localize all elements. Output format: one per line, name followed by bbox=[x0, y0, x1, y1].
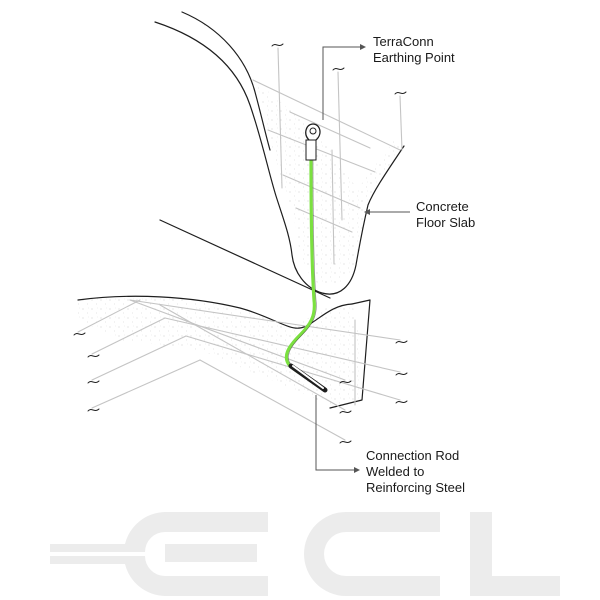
label-floor-slab: Concrete Floor Slab bbox=[416, 199, 475, 230]
label-floor-slab-line2: Floor Slab bbox=[416, 215, 475, 230]
leader-earthing-point bbox=[322, 46, 360, 120]
upper-slab-texture bbox=[182, 12, 402, 286]
upper-slab bbox=[154, 11, 405, 299]
label-connection-rod-line1: Connection Rod bbox=[366, 448, 459, 463]
earth-cable bbox=[284, 158, 317, 374]
leader-connection-rod bbox=[315, 395, 354, 471]
lower-slab-right-edge bbox=[329, 299, 371, 409]
label-connection-rod: Connection Rod Welded to Reinforcing Ste… bbox=[366, 448, 465, 495]
ecl-logo bbox=[50, 512, 560, 596]
lower-slab-top-edge bbox=[77, 295, 353, 329]
label-connection-rod-line2: Welded to bbox=[366, 464, 424, 479]
earthing-point bbox=[305, 123, 321, 161]
upper-slab-inner-edge bbox=[181, 11, 271, 151]
lower-rebar bbox=[73, 299, 408, 444]
logo-letter-c bbox=[304, 512, 440, 596]
label-earthing-point: TerraConn Earthing Point bbox=[373, 34, 455, 65]
logo-letter-l bbox=[470, 512, 560, 596]
connection-rod bbox=[288, 363, 328, 393]
earth-cable-line bbox=[284, 158, 316, 374]
logo-letter-e bbox=[50, 512, 268, 596]
leader-lines bbox=[315, 44, 410, 473]
upper-slab-outer-edge bbox=[154, 21, 405, 295]
upper-slab-lower-edge bbox=[159, 219, 331, 299]
label-connection-rod-line3: Reinforcing Steel bbox=[366, 480, 465, 495]
label-floor-slab-line1: Concrete bbox=[416, 199, 469, 214]
label-earthing-point-line1: TerraConn bbox=[373, 34, 434, 49]
upper-rebar bbox=[252, 43, 407, 265]
label-earthing-point-line2: Earthing Point bbox=[373, 50, 455, 65]
